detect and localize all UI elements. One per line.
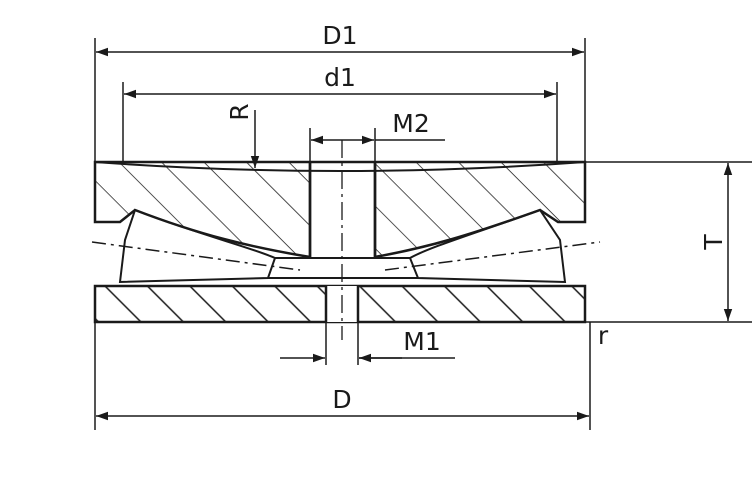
contact-centerline-right [384, 241, 601, 271]
dimension-d1-inner: d1 [122, 63, 558, 162]
label-D1: D1 [322, 21, 357, 50]
label-d1: d1 [324, 63, 356, 92]
label-r: r [598, 321, 609, 350]
label-M1: M1 [403, 327, 440, 356]
dimension-d1-outer: D1 [94, 21, 586, 162]
label-T: T [699, 234, 728, 251]
contact-centerline-left [91, 241, 301, 271]
dimension-m2: M2 [309, 109, 445, 162]
dimension-m1: M1 [280, 322, 455, 365]
upper-plate [93, 160, 587, 259]
label-D: D [332, 385, 351, 414]
dimension-t: T [585, 161, 752, 323]
dimension-d-base: D [94, 322, 591, 430]
base-plate [93, 284, 587, 324]
concave-top-surface [94, 161, 586, 172]
label-M2: M2 [392, 109, 429, 138]
label-R: R [225, 103, 254, 120]
dimension-radius: R [225, 103, 260, 168]
